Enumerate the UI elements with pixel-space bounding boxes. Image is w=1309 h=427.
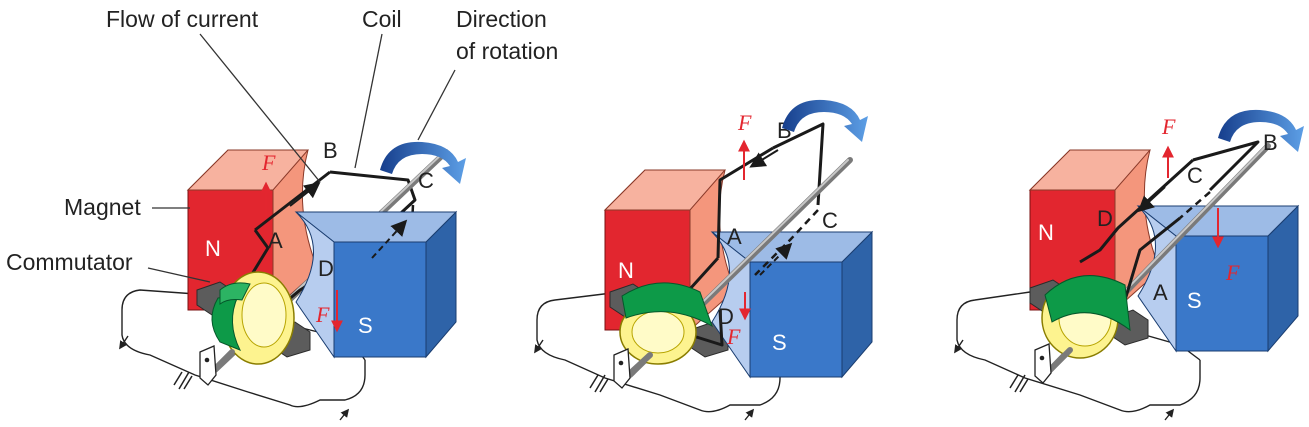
force-label: F (726, 324, 741, 349)
terminal-clip (613, 348, 631, 389)
label-flow-of-current: Flow of current (106, 6, 259, 32)
point-label-b: B (323, 138, 338, 163)
point-label-a: A (727, 224, 742, 249)
terminal-clip (1034, 343, 1052, 384)
battery-icon (173, 371, 193, 390)
leader-coil (354, 33, 383, 169)
north-pole-label: N (1038, 220, 1054, 245)
panel-1: N S F F A B (6, 6, 558, 421)
south-magnet (711, 231, 873, 378)
point-label-a: A (1153, 280, 1168, 305)
coil-back (1192, 140, 1260, 192)
label-direction-line2: of rotation (456, 38, 558, 64)
panel-3: N S F F A B C D (954, 109, 1304, 421)
circuit-arrow (339, 408, 350, 421)
north-pole-label: N (618, 258, 634, 283)
circuit-arrow (119, 335, 129, 350)
force-label: F (1161, 114, 1176, 139)
point-label-d: D (718, 304, 734, 329)
point-label-c: C (418, 168, 434, 193)
leader-commutator (147, 267, 211, 283)
circuit-wire (121, 289, 366, 408)
force-label: F (261, 150, 276, 175)
commutator (211, 271, 295, 365)
rotation-arrow-icon (782, 99, 868, 142)
commutator (619, 282, 713, 365)
point-label-c: C (822, 208, 838, 233)
terminal-clip (199, 345, 217, 386)
commutator (1041, 275, 1131, 359)
point-label-c: C (1187, 163, 1203, 188)
coil-back (772, 122, 825, 206)
circuit-wire (956, 291, 1201, 413)
circuit-wire (536, 291, 781, 413)
leader-rotation (417, 69, 456, 141)
coil-side-ab (254, 170, 331, 232)
point-label-d: D (318, 256, 334, 281)
panel-2: N S F F A B C D (534, 99, 873, 421)
current-arrow (1137, 186, 1166, 213)
leader-flow (199, 33, 321, 183)
north-pole-label: N (205, 236, 221, 261)
point-label-b: B (1263, 130, 1278, 155)
battery-icon (1009, 374, 1029, 393)
battery-icon (589, 374, 609, 393)
current-arrow (749, 149, 779, 168)
label-coil: Coil (362, 6, 402, 32)
coil-side-cd (1079, 158, 1195, 264)
point-label-d: D (1097, 206, 1113, 231)
south-magnet (295, 211, 457, 358)
label-direction-line1: Direction (456, 6, 547, 32)
label-magnet: Magnet (64, 194, 141, 220)
south-pole-label: S (1187, 288, 1202, 313)
point-label-a: A (268, 228, 283, 253)
label-commutator: Commutator (6, 249, 133, 275)
force-label: F (1225, 260, 1240, 285)
rotation-arrow-icon (1218, 109, 1304, 152)
current-arrow (289, 182, 321, 207)
force-label: F (315, 302, 330, 327)
south-pole-label: S (358, 313, 373, 338)
south-pole-label: S (772, 330, 787, 355)
force-label: F (737, 110, 752, 135)
